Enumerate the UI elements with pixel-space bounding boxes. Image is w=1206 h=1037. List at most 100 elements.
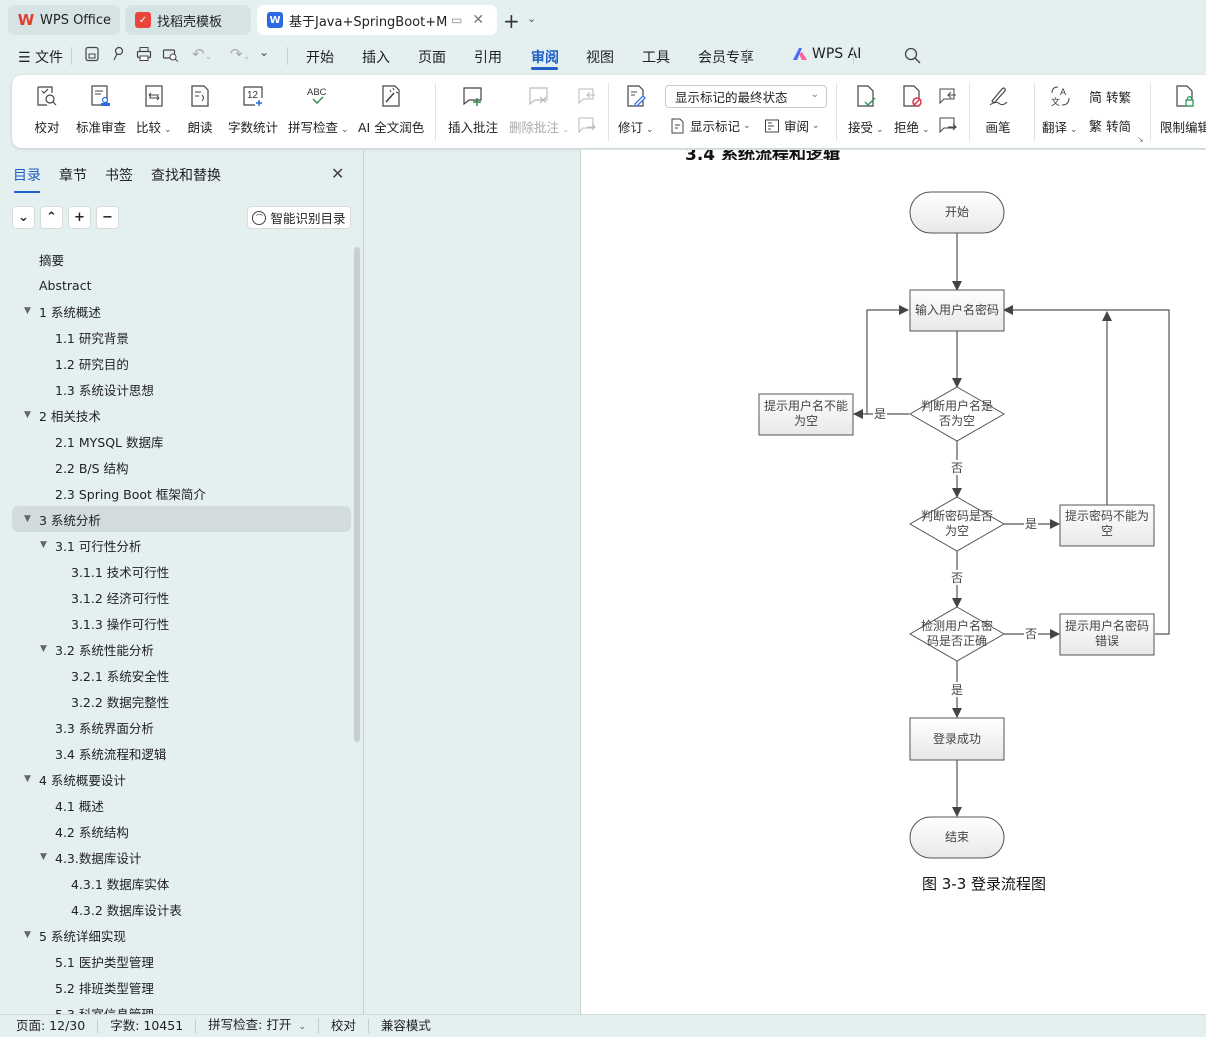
toc-item[interactable]: 4.3.1 数据库实体 — [12, 870, 351, 896]
redo-icon[interactable]: ↷⌄ — [230, 45, 251, 63]
next-change-icon[interactable] — [938, 116, 958, 134]
page-indicator[interactable]: 页面: 12/30 — [0, 1019, 99, 1033]
toc-item[interactable]: 摘要 — [12, 246, 351, 272]
format-painter-icon[interactable] — [110, 46, 126, 62]
compare-button[interactable]: 比较⌄ — [136, 83, 172, 136]
word-count-button[interactable]: 12 字数统计 — [228, 83, 278, 136]
expand-triangle-icon[interactable]: ▼ — [24, 774, 31, 784]
expand-triangle-icon[interactable]: ▼ — [40, 852, 47, 862]
standard-review-button[interactable]: 标准审查 — [76, 83, 126, 136]
chevron-down-icon[interactable]: ⌄ — [527, 12, 537, 25]
wps-ai-button[interactable]: WPS AI — [792, 46, 861, 62]
to-simplified-button[interactable]: 繁转简 — [1089, 116, 1131, 135]
next-comment-icon[interactable] — [577, 116, 597, 134]
menu-page[interactable]: 页面 — [418, 50, 446, 66]
collapse-all-button[interactable]: ⌄ — [12, 206, 35, 229]
menu-references[interactable]: 引用 — [474, 50, 502, 66]
nav-tab-toc[interactable]: 目录 — [13, 165, 41, 193]
toc-item[interactable]: 3.1.1 技术可行性 — [12, 558, 351, 584]
toc-item[interactable]: ▼3.2 系统性能分析 — [12, 636, 351, 662]
close-tab-icon[interactable]: ✕ — [472, 12, 485, 28]
expand-triangle-icon[interactable]: ▼ — [40, 644, 47, 654]
menu-start[interactable]: 开始 — [306, 50, 334, 66]
proofread-status[interactable]: 校对 — [319, 1019, 369, 1033]
nav-tab-find-replace[interactable]: 查找和替换 — [151, 168, 221, 184]
print-preview-icon[interactable] — [162, 46, 180, 62]
toc-item[interactable]: ▼3.1 可行性分析 — [12, 532, 351, 558]
save-icon[interactable] — [84, 46, 100, 62]
toc-scrollbar[interactable] — [354, 247, 360, 742]
accept-button[interactable]: 接受⌄ — [848, 83, 884, 136]
toc-item[interactable]: 3.3 系统界面分析 — [12, 714, 351, 740]
undo-icon[interactable]: ↶⌄ — [192, 45, 213, 63]
toc-item[interactable]: 5.1 医护类型管理 — [12, 948, 351, 974]
toc-item[interactable]: 3.1.2 经济可行性 — [12, 584, 351, 610]
show-markup-button[interactable]: 显示标记⌄ — [670, 116, 751, 135]
insert-comment-button[interactable]: 插入批注 — [448, 83, 498, 136]
pen-button[interactable]: 画笔 — [985, 83, 1011, 136]
tab-document[interactable]: W 基于Java+SpringBoot+MyS ▭ ✕ — [257, 5, 497, 35]
expand-triangle-icon[interactable]: ▼ — [24, 514, 31, 524]
close-panel-icon[interactable]: ✕ — [331, 164, 345, 183]
toc-item[interactable]: 3.2.2 数据完整性 — [12, 688, 351, 714]
menu-member[interactable]: 会员专享 — [698, 50, 754, 66]
file-menu[interactable]: ☰ 文件 — [18, 50, 64, 66]
tab-wps-office[interactable]: W WPS Office — [8, 5, 120, 35]
expand-triangle-icon[interactable]: ▼ — [24, 306, 31, 316]
word-count-status[interactable]: 字数: 10451 — [98, 1019, 197, 1033]
ai-polish-button[interactable]: AI 全文润色 — [358, 83, 424, 136]
toc-item[interactable]: 2.3 Spring Boot 框架简介 — [12, 480, 351, 506]
add-heading-button[interactable]: + — [68, 206, 91, 229]
menu-tools[interactable]: 工具 — [642, 50, 670, 66]
toc-item[interactable]: 3.4 系统流程和逻辑 — [12, 740, 351, 766]
expand-triangle-icon[interactable]: ▼ — [24, 410, 31, 420]
spell-check-status[interactable]: 拼写检查: 打开 ⌄ — [196, 1018, 319, 1034]
toc-item[interactable]: 5.3 科室信息管理 — [12, 1000, 351, 1015]
toc-item[interactable]: 4.1 概述 — [12, 792, 351, 818]
new-tab-icon[interactable]: + — [503, 9, 520, 33]
menu-insert[interactable]: 插入 — [362, 50, 390, 66]
markup-view-select[interactable]: 显示标记的最终状态 ⌄ — [665, 85, 827, 108]
toc-item[interactable]: Abstract — [12, 272, 351, 298]
expand-triangle-icon[interactable]: ▼ — [24, 930, 31, 940]
menu-review[interactable]: 审阅 — [531, 50, 559, 66]
toc-item[interactable]: 2.1 MYSQL 数据库 — [12, 428, 351, 454]
toc-item[interactable]: 1.1 研究背景 — [12, 324, 351, 350]
delete-comment-button[interactable]: 删除批注⌄ — [509, 83, 570, 136]
track-changes-button[interactable]: 修订⌄ — [618, 83, 654, 136]
spell-check-button[interactable]: ABC 拼写检查⌄ — [288, 83, 349, 136]
dialog-launcher-icon[interactable]: ↘ — [1137, 135, 1144, 144]
document-page[interactable]: 3.4 系统流程和逻辑 — [580, 150, 1206, 1014]
toc-item[interactable]: 4.3.2 数据库设计表 — [12, 896, 351, 922]
proofread-button[interactable]: 校对 — [34, 83, 60, 136]
toc-item[interactable]: ▼4 系统概要设计 — [12, 766, 351, 792]
nav-tab-sections[interactable]: 章节 — [59, 168, 87, 184]
toc-item[interactable]: 3.1.3 操作可行性 — [12, 610, 351, 636]
quick-access-more-icon[interactable]: ⌄ — [259, 45, 270, 59]
toc-item[interactable]: ▼1 系统概述 — [12, 298, 351, 324]
toc-item[interactable]: ▼3 系统分析 — [12, 506, 351, 532]
restrict-edit-button[interactable]: 限制编辑 — [1160, 83, 1206, 136]
toc-item[interactable]: 1.3 系统设计思想 — [12, 376, 351, 402]
toc-item[interactable]: 1.2 研究目的 — [12, 350, 351, 376]
to-traditional-button[interactable]: 简转繁 — [1089, 87, 1131, 106]
toc-item[interactable]: 4.2 系统结构 — [12, 818, 351, 844]
tab-daoke-templates[interactable]: ✓ 找稻壳模板 — [125, 5, 251, 35]
search-icon[interactable] — [904, 47, 921, 64]
nav-tab-bookmarks[interactable]: 书签 — [105, 168, 133, 184]
toc-item[interactable]: ▼2 相关技术 — [12, 402, 351, 428]
previous-change-icon[interactable] — [938, 87, 958, 105]
toc-item[interactable]: ▼5 系统详细实现 — [12, 922, 351, 948]
previous-comment-icon[interactable] — [577, 87, 597, 105]
toc-item[interactable]: 2.2 B/S 结构 — [12, 454, 351, 480]
reject-button[interactable]: 拒绝⌄ — [894, 83, 930, 136]
menu-view[interactable]: 视图 — [586, 50, 614, 66]
expand-up-button[interactable]: ⌃ — [40, 206, 63, 229]
monitor-icon[interactable]: ▭ — [451, 13, 463, 27]
toc-item[interactable]: ▼4.3.数据库设计 — [12, 844, 351, 870]
toc-item[interactable]: 5.2 排班类型管理 — [12, 974, 351, 1000]
read-aloud-button[interactable]: 朗读 — [187, 83, 213, 136]
remove-heading-button[interactable]: − — [96, 206, 119, 229]
expand-triangle-icon[interactable]: ▼ — [40, 540, 47, 550]
